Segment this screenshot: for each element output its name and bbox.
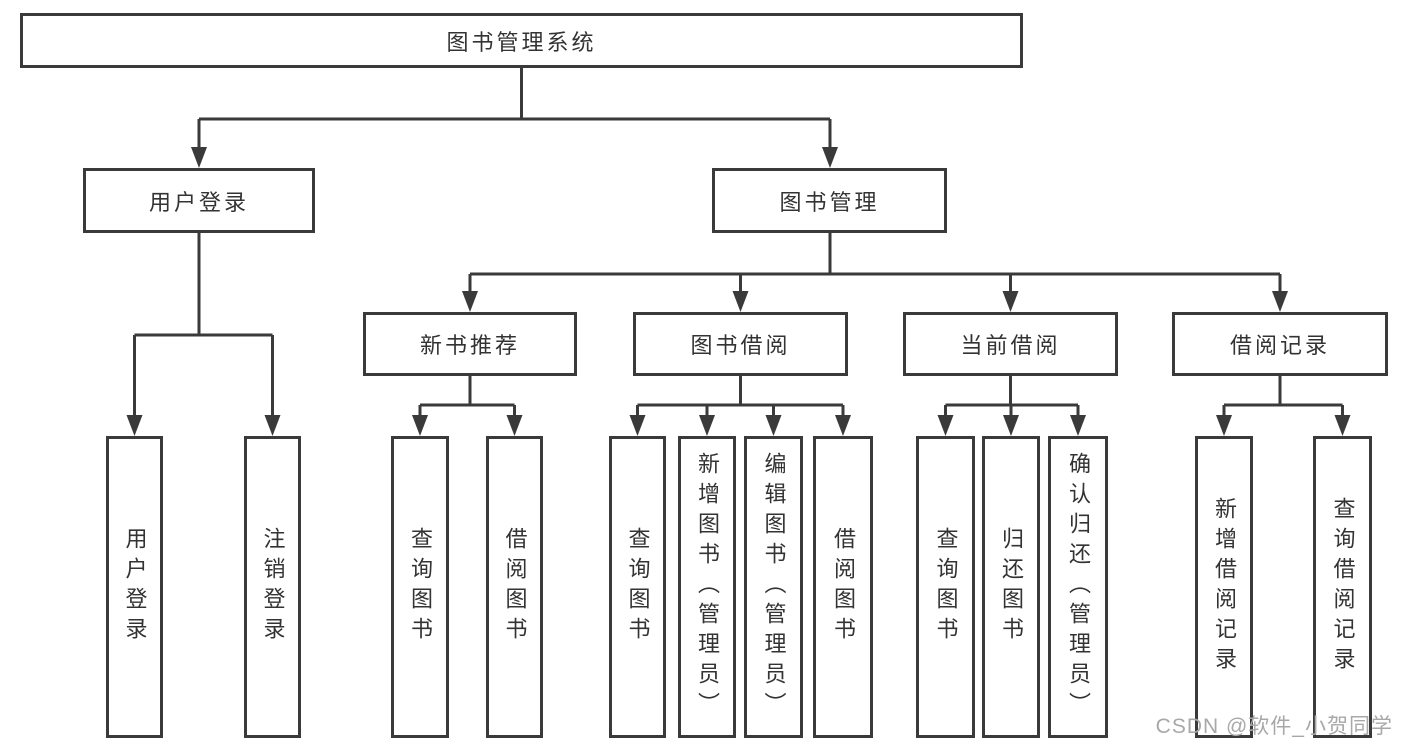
node-label: 查询图书	[933, 527, 959, 647]
connector-borrowrecords-branch	[1222, 376, 1344, 418]
node-label: 归还图书	[999, 527, 1024, 647]
connector-bookmgmt-branch	[468, 233, 1282, 294]
arrowheads	[126, 147, 1351, 436]
leaf-logout: 注销登录	[244, 436, 301, 738]
node-library-management-system: 图书管理系统	[20, 13, 1023, 68]
node-label: 当前借阅	[960, 333, 1061, 358]
node-label: 图书借阅	[690, 333, 791, 358]
leaf-borrow-books-recommend: 借阅图书	[486, 436, 543, 738]
leaf-add-borrow-record: 新增借阅记录	[1195, 436, 1253, 738]
connector-currentborrow-branch	[944, 376, 1080, 418]
node-label: 图书管理	[779, 189, 880, 215]
node-label: 借阅图书	[502, 527, 528, 647]
connector-root-to-level2	[197, 68, 832, 150]
connector-userlogin-branch	[133, 233, 274, 418]
node-book-borrowing: 图书借阅	[633, 312, 848, 376]
node-label: 用户登录	[148, 189, 249, 215]
node-label: 新增借阅记录	[1212, 497, 1237, 677]
leaf-query-books-current: 查询图书	[916, 436, 975, 738]
node-label: 确认归还（管理员）	[1066, 452, 1091, 722]
leaf-return-book: 归还图书	[982, 436, 1040, 738]
leaf-query-borrow-record: 查询借阅记录	[1313, 436, 1372, 738]
node-label: 用户登录	[122, 527, 148, 647]
leaf-edit-book-admin: 编辑图书（管理员）	[744, 436, 803, 738]
node-label: 查询图书	[408, 527, 433, 647]
leaf-add-book-admin: 新增图书（管理员）	[678, 436, 736, 738]
leaf-query-books-recommend: 查询图书	[391, 436, 449, 738]
node-book-management: 图书管理	[712, 168, 947, 233]
node-user-login: 用户登录	[83, 168, 315, 233]
node-label: 查询图书	[625, 527, 651, 647]
node-new-book-recommendation: 新书推荐	[363, 312, 577, 376]
leaf-confirm-return-admin: 确认归还（管理员）	[1048, 436, 1108, 738]
csdn-watermark: CSDN @软件_小贺同学	[1155, 715, 1393, 738]
node-label: 注销登录	[260, 527, 286, 647]
node-label: 新增图书（管理员）	[695, 452, 720, 722]
node-borrowing-records: 借阅记录	[1172, 312, 1388, 376]
leaf-borrow-books-borrow: 借阅图书	[813, 436, 873, 738]
node-label: 借阅记录	[1229, 333, 1330, 358]
connector-newbook-branch	[418, 376, 516, 418]
leaf-user-login: 用户登录	[106, 436, 163, 738]
node-label: 图书管理系统	[446, 29, 597, 55]
node-label: 新书推荐	[419, 333, 520, 358]
node-label: 查询借阅记录	[1330, 497, 1356, 677]
node-current-borrowing: 当前借阅	[903, 312, 1118, 376]
node-label: 借阅图书	[831, 527, 856, 647]
node-label: 编辑图书（管理员）	[761, 452, 787, 722]
leaf-query-books-borrow: 查询图书	[609, 436, 666, 738]
connector-bookborrow-branch	[636, 376, 845, 418]
